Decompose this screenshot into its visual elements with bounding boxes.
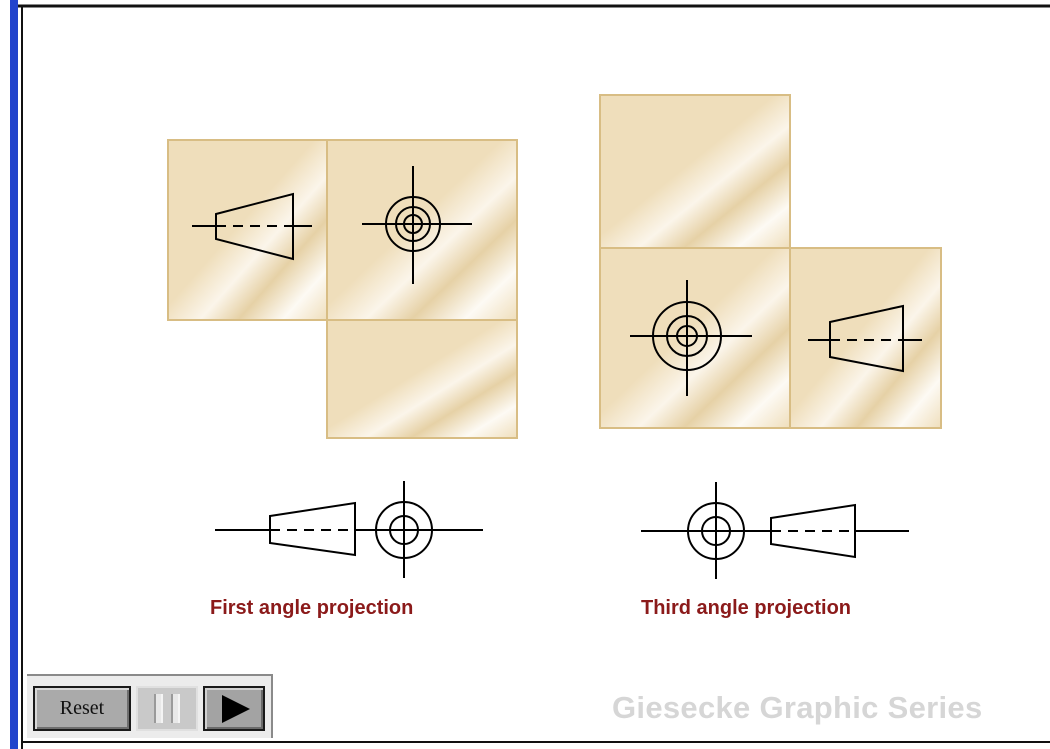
first-angle-glass-box xyxy=(167,139,518,439)
first-angle-bottom-panel xyxy=(326,319,518,439)
third-angle-side-view-panel xyxy=(789,247,942,429)
first-angle-side-view-panel xyxy=(167,139,328,321)
play-button[interactable] xyxy=(203,686,265,731)
playback-controls: Reset xyxy=(27,674,273,738)
third-angle-front-view-panel xyxy=(599,247,791,429)
series-watermark: Giesecke Graphic Series xyxy=(612,690,983,725)
first-angle-caption: First angle projection xyxy=(210,597,414,619)
pause-button[interactable] xyxy=(136,686,198,731)
third-angle-trapezoid-view xyxy=(808,304,922,373)
first-angle-trapezoid-view xyxy=(192,192,312,261)
third-angle-caption: Third angle projection xyxy=(641,597,852,619)
first-angle-circle-view xyxy=(362,166,472,284)
first-angle-front-view-panel xyxy=(326,139,518,321)
third-angle-symbol xyxy=(641,482,909,579)
third-angle-top-panel xyxy=(599,94,791,249)
reset-button[interactable]: Reset xyxy=(33,686,131,731)
first-angle-symbol xyxy=(215,481,483,578)
left-accent-bar xyxy=(10,0,18,749)
third-angle-circle-view xyxy=(630,280,752,396)
third-angle-glass-box xyxy=(599,94,942,429)
play-icon xyxy=(222,695,250,723)
